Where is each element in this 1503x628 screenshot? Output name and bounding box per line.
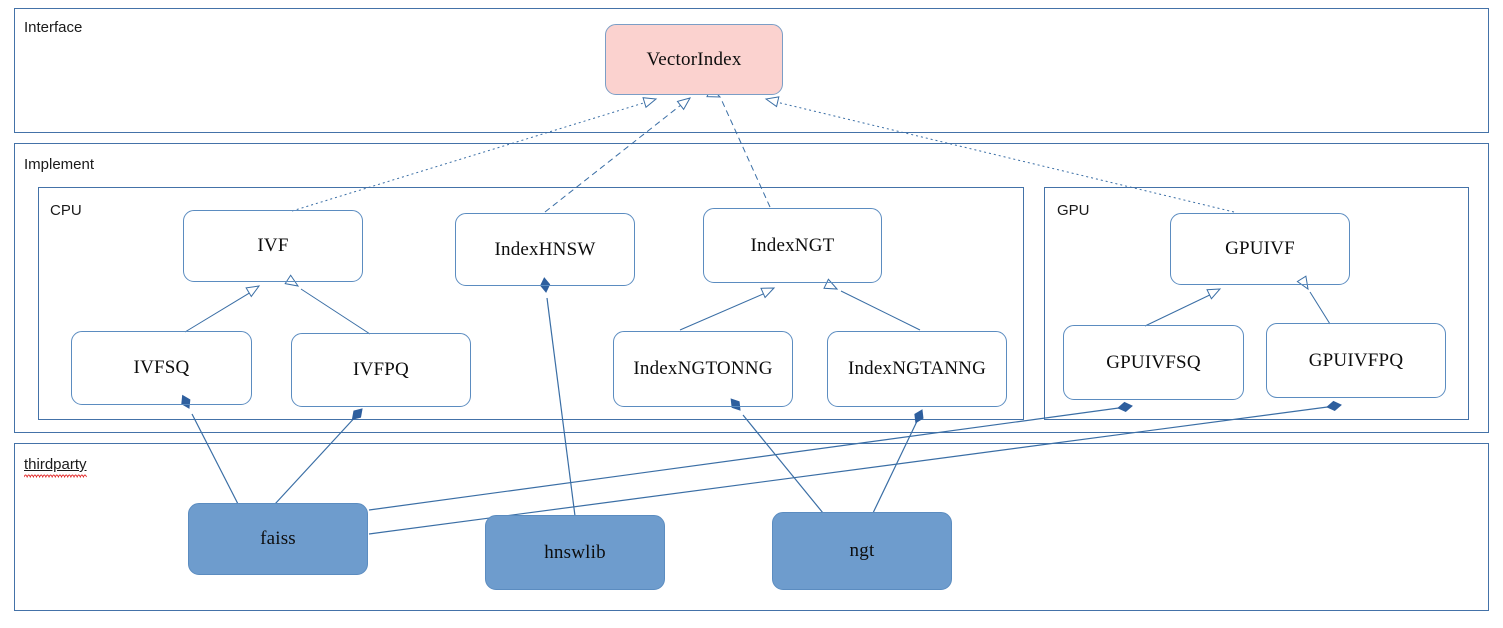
- group-implement: [14, 143, 1489, 433]
- node-label-ivfpq: IVFPQ: [353, 359, 409, 380]
- group-thirdparty: [14, 443, 1489, 611]
- node-indexhnsw[interactable]: IndexHNSW: [455, 213, 635, 286]
- node-ivfsq[interactable]: IVFSQ: [71, 331, 252, 405]
- arrowhead-filled-diamond-e12: [351, 408, 363, 420]
- group-label-interface: Interface: [24, 19, 83, 36]
- group-label-gpu: GPU: [1057, 202, 1090, 219]
- node-indexngtanng[interactable]: IndexNGTANNG: [827, 331, 1007, 407]
- arrowhead-filled-diamond-e13: [1117, 401, 1133, 413]
- group-gpu: [1044, 187, 1469, 420]
- node-label-ivf: IVF: [257, 235, 289, 256]
- node-label-ngt: ngt: [849, 540, 875, 561]
- arrowhead-hollow-triangle-e4: [764, 96, 780, 108]
- node-label-indexngt: IndexNGT: [750, 234, 835, 256]
- node-indexngt[interactable]: IndexNGT: [703, 208, 882, 283]
- node-ivf[interactable]: IVF: [183, 210, 363, 282]
- node-indexngtonng[interactable]: IndexNGTONNG: [613, 331, 793, 407]
- arrowhead-hollow-triangle-e9: [1206, 288, 1222, 300]
- node-label-indexngtonng: IndexNGTONNG: [633, 358, 773, 379]
- node-label-vectorindex: VectorIndex: [646, 48, 742, 70]
- arrowhead-hollow-triangle-e6: [284, 274, 300, 287]
- arrowhead-hollow-triangle-e7: [760, 287, 776, 299]
- node-label-indexhnsw: IndexHNSW: [494, 238, 596, 260]
- edge-e1-generalization: [291, 100, 651, 212]
- group-label-cpu: CPU: [50, 202, 82, 219]
- edge-e13-composition: [368, 406, 1127, 511]
- edge-e15-composition: [546, 297, 576, 517]
- node-ivfpq[interactable]: IVFPQ: [291, 333, 471, 407]
- node-vectorindex[interactable]: VectorIndex: [605, 24, 783, 95]
- edge-e6-generalization: [300, 288, 371, 335]
- edge-e17-composition: [872, 414, 921, 514]
- node-ngt[interactable]: ngt: [772, 512, 952, 590]
- edge-e8-generalization: [840, 290, 921, 331]
- node-label-gpuivfsq: GPUIVFSQ: [1106, 351, 1201, 373]
- node-hnswlib[interactable]: hnswlib: [485, 515, 665, 590]
- arrowhead-filled-diamond-e16: [730, 398, 741, 411]
- node-gpuivf[interactable]: GPUIVF: [1170, 213, 1350, 285]
- node-label-indexngtanng: IndexNGTANNG: [847, 358, 987, 379]
- node-label-gpuivfpq: GPUIVFPQ: [1308, 349, 1404, 371]
- edge-e12-composition: [274, 413, 359, 505]
- node-label-gpuivf: GPUIVF: [1225, 238, 1295, 259]
- node-faiss[interactable]: faiss: [188, 503, 368, 575]
- edge-e3-generalization: [721, 100, 771, 208]
- edge-e4-generalization: [771, 100, 1235, 213]
- group-cpu: [38, 187, 1024, 420]
- edge-e10-generalization: [1309, 291, 1331, 325]
- node-label-faiss: faiss: [260, 528, 296, 549]
- edge-e16-composition: [742, 414, 824, 514]
- group-label-implement: Implement: [24, 156, 95, 173]
- edge-e14-composition: [368, 405, 1336, 535]
- group-interface: [14, 8, 1489, 133]
- edge-e9-generalization: [1144, 291, 1217, 327]
- arrowhead-hollow-triangle-e8: [823, 278, 839, 290]
- edge-e7-generalization: [679, 290, 771, 331]
- node-gpuivfsq[interactable]: GPUIVFSQ: [1063, 325, 1244, 400]
- node-gpuivfpq[interactable]: GPUIVFPQ: [1266, 323, 1446, 398]
- arrowhead-hollow-triangle-e2: [676, 97, 692, 111]
- edge-e5-generalization: [184, 288, 257, 333]
- node-label-hnswlib: hnswlib: [544, 541, 606, 563]
- arrowhead-hollow-triangle-e10: [1296, 275, 1309, 291]
- arrowhead-hollow-triangle-e1: [642, 97, 658, 109]
- arrowhead-filled-diamond-e17: [914, 409, 924, 424]
- arrowhead-filled-diamond-e14: [1326, 400, 1342, 412]
- node-label-ivfsq: IVFSQ: [133, 357, 190, 378]
- edge-e2-generalization: [544, 100, 687, 213]
- edge-e11-composition: [191, 413, 239, 505]
- arrowhead-hollow-triangle-e5: [245, 285, 261, 298]
